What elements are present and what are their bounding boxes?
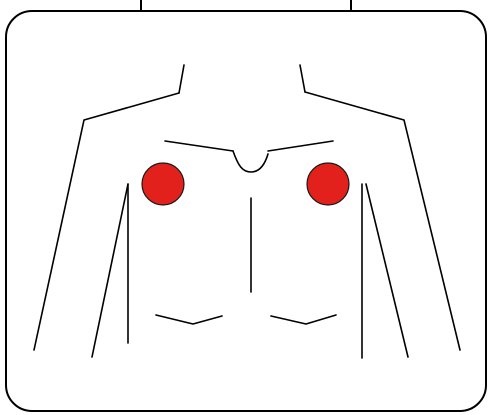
panel-frame bbox=[6, 11, 486, 411]
top-tab bbox=[141, 0, 351, 11]
right-chest-electrode bbox=[142, 163, 184, 205]
left-chest-electrode bbox=[307, 163, 349, 205]
